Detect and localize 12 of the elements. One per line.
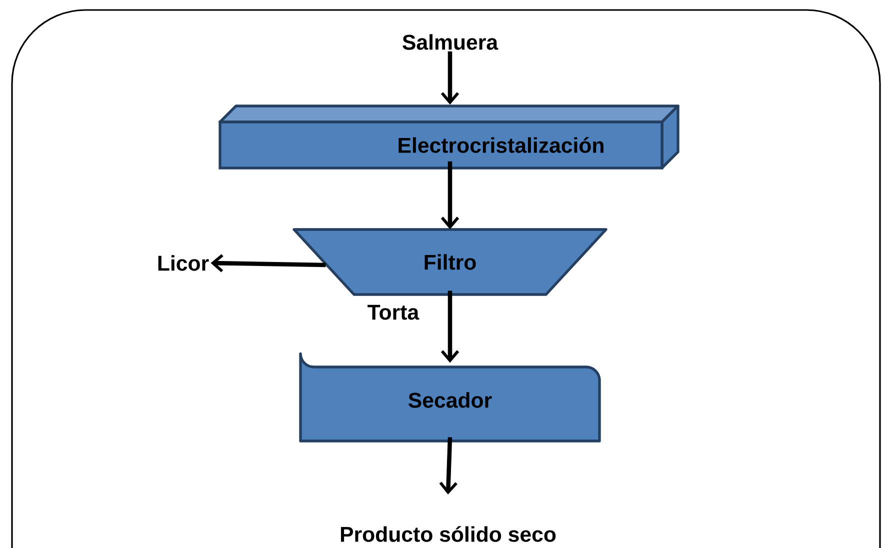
arrow [439, 437, 458, 494]
arrow [440, 51, 460, 105]
flow-label: Salmuera [402, 34, 498, 50]
arrow [440, 161, 460, 230]
arrow [210, 254, 326, 272]
flow-label: Producto sólido seco [340, 526, 556, 542]
process-box: Electrocristalización [218, 104, 680, 170]
dryer-box: Secador [299, 352, 601, 442]
arrow [440, 290, 460, 363]
filter-trapezoid: Filtro [292, 228, 608, 296]
edge-label: Torta [368, 304, 420, 320]
flow-label: Licor [158, 255, 209, 271]
